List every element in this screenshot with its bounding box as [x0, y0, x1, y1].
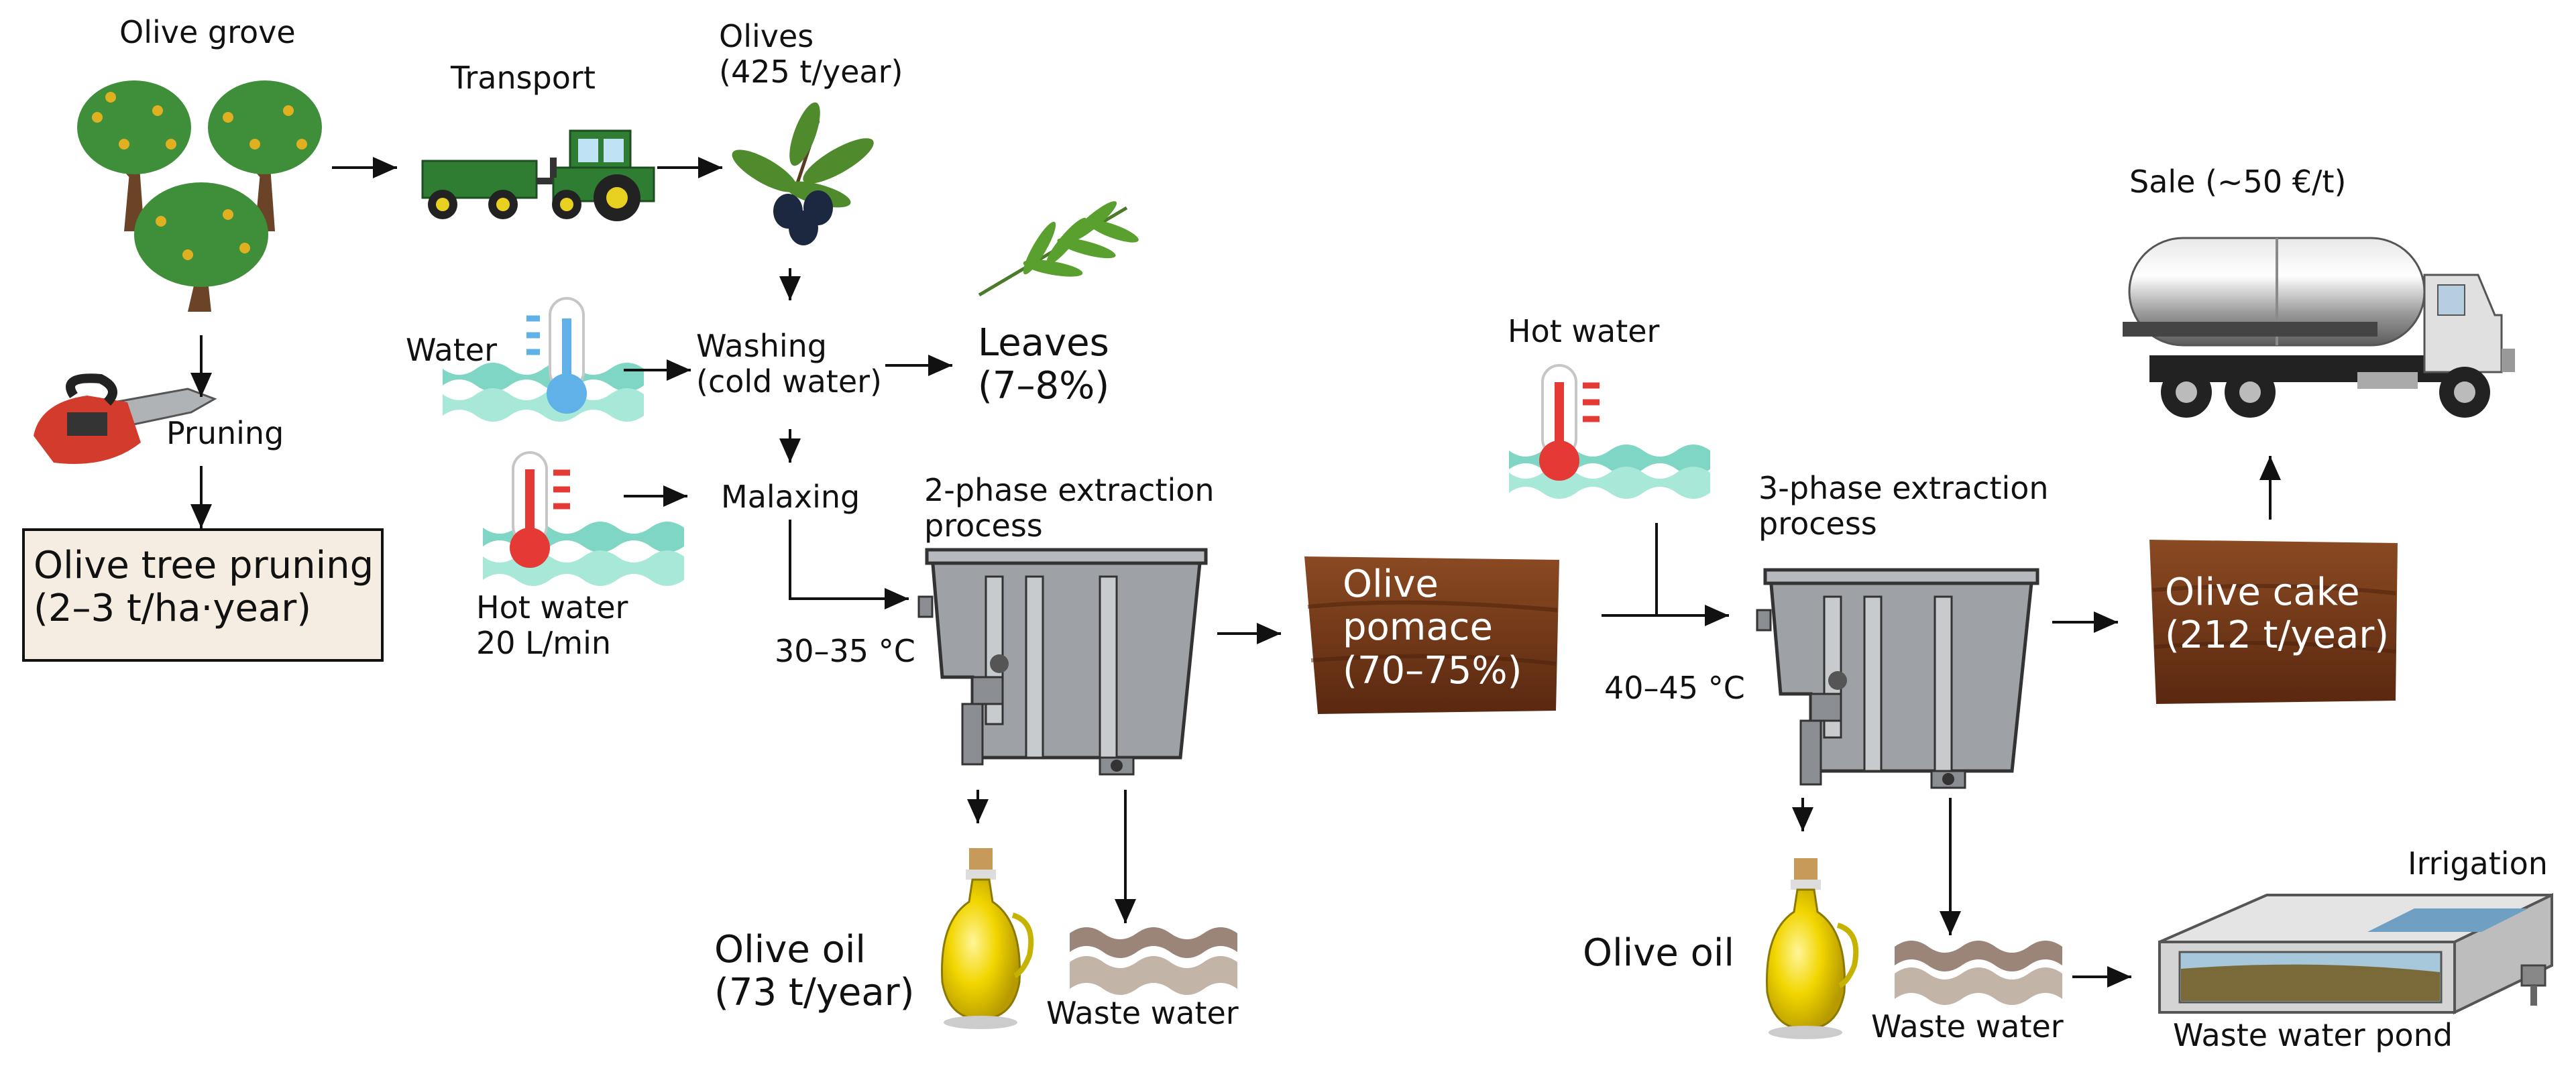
label-hot-water-3phase: Hot water: [1508, 313, 1660, 349]
label-transport: Transport: [451, 60, 596, 96]
thermometer-cold-icon: [526, 297, 587, 414]
thermometer-hot-icon: [1539, 364, 1600, 481]
label-hot-water-flow: Hot water 20 L/min: [476, 589, 628, 661]
tanker-truck-icon: [2123, 237, 2515, 418]
label-olive-cake: Olive cake (212 t/year): [2165, 571, 2390, 658]
label-extraction-2phase: 2-phase extraction process: [924, 472, 1215, 544]
decanter-icon: [1756, 568, 2039, 789]
pruning-box: [22, 528, 384, 662]
tractor-icon: [421, 129, 655, 221]
leaf-branch-icon: [978, 201, 1139, 297]
label-olive-tree-pruning: Olive tree pruning (2–3 t/ha·year): [34, 544, 374, 631]
label-washing: Washing (cold water): [696, 328, 882, 400]
chainsaw-icon: [34, 373, 217, 464]
label-olive-oil-3phase: Olive oil: [1583, 931, 1734, 975]
label-waste-water-pond: Waste water pond: [2173, 1017, 2453, 1053]
label-irrigation: Irrigation: [2408, 845, 2548, 882]
label-olives: Olives (425 t/year): [719, 18, 903, 90]
olive-tree-icon: [208, 80, 322, 231]
label-water: Water: [406, 332, 497, 368]
label-olive-pomace: Olive pomace (70–75%): [1343, 562, 1522, 693]
arrow-malaxing-to-decanter: [789, 520, 909, 609]
olive-cake-block-icon: [2149, 540, 2398, 704]
label-sale: Sale (~50 €/t): [2129, 164, 2347, 200]
oil-bottle-icon: [941, 848, 1034, 1029]
label-waste-water-3phase: Waste water: [1871, 1008, 2064, 1045]
pomace-block-icon: [1304, 556, 1559, 714]
label-temp-3phase: 40–45 °C: [1604, 670, 1745, 706]
hot-water-waves: [1509, 445, 1710, 499]
oil-bottle-icon: [1766, 858, 1859, 1039]
waste-water-icon: [1070, 927, 1237, 995]
thermometer-hot-icon: [510, 451, 570, 568]
olive-tree-icon: [77, 80, 191, 231]
label-malaxing: Malaxing: [721, 479, 860, 515]
decanter-icon: [917, 548, 1208, 776]
olive-branch-icon: [732, 102, 874, 245]
pond-icon: [2158, 892, 2553, 1015]
label-pruning: Pruning: [166, 415, 284, 451]
label-waste-water-2phase: Waste water: [1046, 995, 1239, 1031]
cold-water-waves: [443, 363, 644, 422]
waste-water-icon: [1895, 941, 2062, 1005]
label-olive-oil-2phase: Olive oil (73 t/year): [714, 928, 915, 1015]
label-olive-grove: Olive grove: [119, 14, 296, 50]
flow-arrows: [190, 157, 2281, 988]
olive-tree-icon: [134, 182, 268, 312]
label-temp-2phase: 30–35 °C: [775, 633, 915, 669]
label-leaves: Leaves (7–8%): [978, 321, 1110, 408]
label-extraction-3phase: 3-phase extraction process: [1758, 470, 2049, 542]
